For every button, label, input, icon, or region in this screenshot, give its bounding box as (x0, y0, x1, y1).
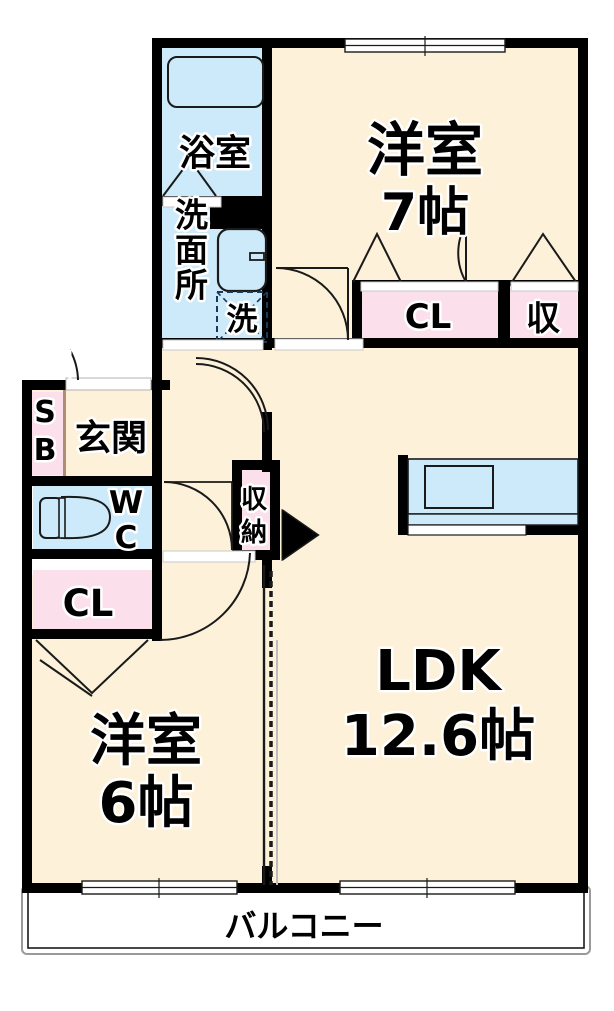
wall-partition-top (262, 560, 272, 588)
wall-closet-east-right (498, 280, 510, 342)
wall-right (578, 38, 588, 893)
floor-fills (22, 46, 580, 891)
label-shoebox-b: B (34, 433, 57, 468)
room-labels: 浴室 洗面所 洗 S B 玄関 W C CL 収 納 CL 収 洋室 7帖 LD… (31, 114, 562, 948)
wall-washroom-jog (210, 205, 264, 229)
wall-cl-bottom (22, 629, 162, 639)
fixtures (39, 56, 579, 540)
label-room-north-size: 7帖 (381, 183, 469, 243)
label-toilet-c: C (115, 520, 138, 556)
wall-bottom (22, 883, 588, 893)
storage-hall-fill (240, 468, 270, 553)
label-room-south-size: 6帖 (99, 771, 194, 836)
doors (35, 158, 579, 885)
balcony (21, 885, 591, 955)
wall-storage-hall-bottom (232, 550, 280, 560)
closet-east-fill (361, 285, 498, 342)
wall-wc-bottom (22, 549, 162, 559)
door-closet-west (35, 639, 149, 695)
window-north (344, 36, 506, 56)
wall-hall-left (152, 345, 162, 575)
wall-closet-east-left (352, 280, 362, 342)
label-ldk-size: 12.6帖 (341, 704, 535, 769)
bathtub (167, 56, 264, 108)
door-washroom (162, 339, 269, 433)
closet-fills (24, 285, 577, 630)
label-washroom-1: 洗面所 (170, 198, 209, 303)
door-closet-east (352, 223, 579, 292)
wall-left-bath (152, 38, 162, 348)
label-laundry: 洗 (227, 302, 258, 338)
closet-west-fill (33, 570, 162, 630)
window-south-west (81, 878, 238, 898)
door-storage-hall (281, 509, 320, 561)
wall-storage-hall-right (270, 460, 280, 560)
label-storage-hall-2: 納 (241, 517, 267, 548)
partition-ldk (262, 565, 278, 885)
windows (81, 36, 516, 898)
wall-bath-right (262, 38, 272, 350)
ldk-floor (270, 346, 580, 891)
door-room-south (39, 552, 251, 697)
wall-shoebox-right (63, 390, 66, 476)
label-storage-hall-1: 収 (241, 485, 268, 515)
label-closet-west: CL (63, 582, 114, 625)
door-room-north (274, 267, 364, 351)
label-room-north-name: 洋室 (367, 116, 483, 184)
label-toilet-w: W (109, 485, 143, 521)
label-entrance: 玄関 (75, 418, 147, 459)
toilet-bowl (39, 495, 112, 540)
window-south-east (339, 878, 516, 898)
entry-door (65, 349, 152, 391)
wall-entrance-bottom (22, 476, 162, 486)
label-shoebox-s: S (34, 395, 56, 430)
wall-room-north-bottom (272, 338, 578, 348)
wall-kitchen-left (398, 455, 408, 533)
label-bathroom: 浴室 (179, 133, 251, 174)
label-ldk-name: LDK (375, 639, 503, 704)
vanity-faucet (249, 252, 265, 261)
label-balcony: バルコニー (224, 907, 383, 945)
storage-east-fill (510, 285, 577, 342)
door-bathroom (162, 158, 222, 208)
label-closet-east: CL (405, 297, 452, 337)
wall-storage-hall-left (232, 460, 242, 560)
wall-hall-right-upper (262, 412, 272, 472)
wall-bottom-jog (262, 866, 272, 893)
wall-storage-hall-top (232, 460, 280, 470)
kitchen-counter (407, 458, 579, 536)
label-room-south-name: 洋室 (90, 709, 202, 774)
wall-wc-right (152, 476, 162, 641)
label-storage-east: 収 (526, 299, 560, 339)
door-toilet (162, 481, 256, 563)
balcony-inner (27, 889, 585, 949)
